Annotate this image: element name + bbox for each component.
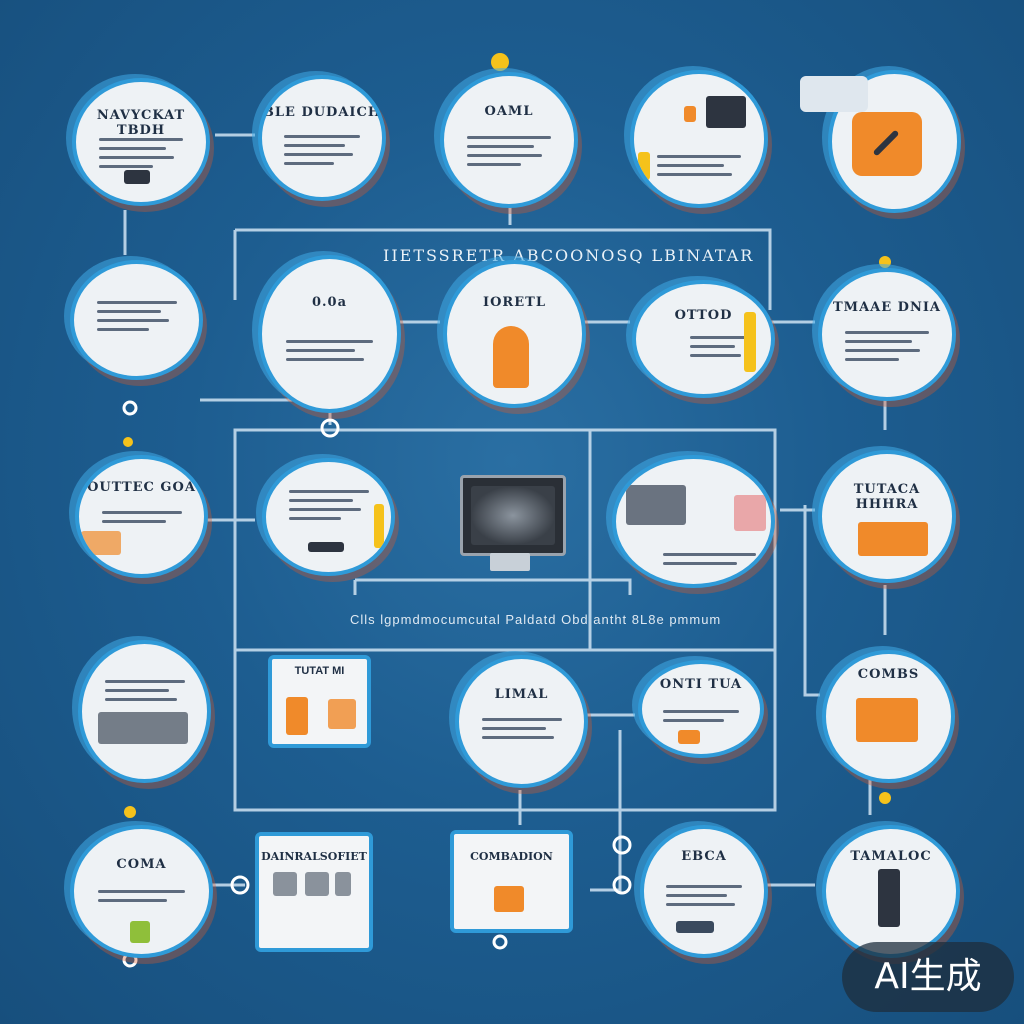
node-title: OAML xyxy=(484,104,534,120)
figure-icon xyxy=(638,152,650,180)
node-title: TMAAE DNIA xyxy=(833,299,941,315)
node-title: LIMAL xyxy=(494,686,549,702)
node-title: DAINRALSOFIET xyxy=(261,850,367,863)
screen-icon xyxy=(124,170,150,184)
node-title: COMBADION xyxy=(470,850,553,863)
node-title: BLE DUDAICH xyxy=(262,104,382,120)
process-node-18[interactable]: ONTI TUA xyxy=(638,660,764,758)
process-node-15[interactable] xyxy=(78,640,211,783)
figure-icon xyxy=(744,312,756,372)
machine-icon xyxy=(626,485,686,525)
worker-icon xyxy=(286,697,308,735)
plant-icon xyxy=(130,921,150,943)
node-title: TUTACA HHHRA xyxy=(853,481,921,512)
process-node-1[interactable]: NAVYCKAT TBDH xyxy=(72,78,210,206)
panel-icon xyxy=(676,921,714,933)
node-title: TAMALOC xyxy=(850,849,932,864)
node-title: NAVYCKAT TBDH xyxy=(96,108,186,139)
node-title: EBCA xyxy=(681,849,727,864)
process-node-24[interactable]: TAMALOC xyxy=(822,825,960,958)
process-node-13[interactable] xyxy=(612,455,775,588)
process-node-2[interactable]: BLE DUDAICH xyxy=(258,75,386,201)
process-node-3[interactable]: OAML xyxy=(440,72,578,208)
process-node-6[interactable] xyxy=(70,260,203,380)
process-node-12[interactable] xyxy=(262,458,395,576)
node-title: OTTOD xyxy=(674,308,733,324)
monitor-stand xyxy=(490,553,530,571)
shelf-icon xyxy=(856,698,918,742)
building-icon xyxy=(273,872,297,896)
truck-icon xyxy=(678,730,700,744)
process-card-22[interactable]: COMBADION xyxy=(450,830,573,933)
building-icon xyxy=(305,872,329,896)
tools-icon xyxy=(494,886,524,912)
ai-generated-badge: AI生成 xyxy=(842,942,1014,1012)
panel-caption: Clls lgpmdmocumcutal Paldatd Obd antht 8… xyxy=(350,612,722,627)
node-title: OUTTEC GOA xyxy=(87,479,196,495)
node-title: TUTAT MI xyxy=(294,665,345,677)
node-title: COMA xyxy=(116,856,167,872)
board-icon xyxy=(328,699,356,729)
cup-icon xyxy=(684,106,696,122)
process-node-19[interactable]: COMBS xyxy=(822,650,955,783)
process-card-5-cap xyxy=(800,76,868,112)
person-icon xyxy=(878,869,900,927)
node-title: COMBS xyxy=(857,666,920,682)
node-title: IORETL xyxy=(483,294,546,310)
pink-block-icon xyxy=(734,495,766,531)
chart-icon xyxy=(858,522,928,556)
process-node-9[interactable]: OTTOD xyxy=(632,280,775,398)
box-icon xyxy=(81,531,121,555)
panel-title: IIETSSRETR ABCOONOSQ LBINATAR xyxy=(383,246,755,265)
keyboard-icon xyxy=(308,542,344,552)
process-node-11[interactable]: OUTTEC GOA xyxy=(75,455,208,578)
node-title: 0.0a xyxy=(311,295,348,310)
process-node-17[interactable]: LIMAL xyxy=(455,655,588,788)
process-node-23[interactable]: EBCA xyxy=(640,825,768,958)
monitor-icon xyxy=(460,475,566,556)
process-node-7[interactable]: 0.0a xyxy=(258,255,401,413)
process-node-8[interactable]: IORETL xyxy=(443,260,586,408)
node-title: ONTI TUA xyxy=(659,676,743,692)
house-icon xyxy=(706,96,746,128)
figure-icon xyxy=(374,504,384,548)
factory-icon xyxy=(98,712,188,744)
process-node-4[interactable] xyxy=(630,70,768,208)
person-icon xyxy=(493,326,529,388)
building-icon xyxy=(335,872,351,896)
process-card-21[interactable]: DAINRALSOFIET xyxy=(255,832,373,952)
process-node-14[interactable]: TUTACA HHHRA xyxy=(818,450,956,583)
process-node-10[interactable]: TMAAE DNIA xyxy=(818,268,956,401)
process-card-16[interactable]: TUTAT MI xyxy=(268,655,371,748)
process-node-20[interactable]: COMA xyxy=(70,825,213,958)
